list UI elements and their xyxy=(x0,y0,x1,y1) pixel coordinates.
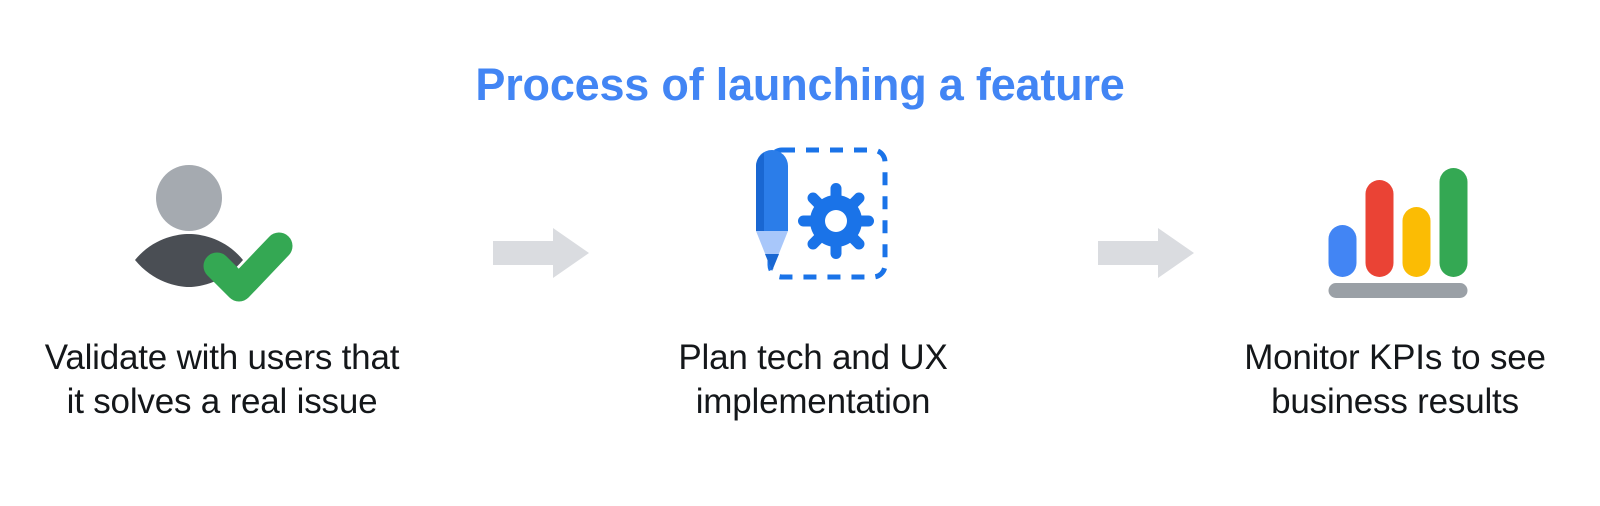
step-plan: Plan tech and UX implementation xyxy=(593,140,1033,450)
bar-4 xyxy=(1439,168,1468,277)
bar-2 xyxy=(1365,180,1394,277)
person-with-check-icon xyxy=(127,140,317,320)
step-plan-caption: Plan tech and UX implementation xyxy=(593,336,1033,424)
step-validate: Validate with users that it solves a rea… xyxy=(2,140,442,450)
bar-3 xyxy=(1402,207,1431,277)
caption-line-2: it solves a real issue xyxy=(66,382,378,421)
page-title: Process of launching a feature xyxy=(475,59,1125,110)
process-steps: Validate with users that it solves a rea… xyxy=(0,140,1600,460)
pencil-and-gear-icon xyxy=(738,146,888,326)
step-validate-caption: Validate with users that it solves a rea… xyxy=(2,336,442,424)
arrow-right-icon-2 xyxy=(1098,228,1194,278)
step-plan-icon-box xyxy=(593,140,1033,330)
step-monitor: Monitor KPIs to see business results xyxy=(1175,140,1600,450)
caption-line-1: Monitor KPIs to see xyxy=(1244,338,1546,377)
caption-line-1: Validate with users that xyxy=(44,338,400,377)
caption-line-1: Plan tech and UX xyxy=(678,338,948,377)
step-monitor-icon-box xyxy=(1175,140,1600,330)
chart-baseline xyxy=(1328,283,1468,298)
caption-line-2: implementation xyxy=(695,382,931,421)
step-validate-icon-box xyxy=(2,140,442,330)
arrow-right-icon-1 xyxy=(493,228,589,278)
bar-1 xyxy=(1328,225,1357,277)
caption-line-2: business results xyxy=(1271,382,1519,421)
step-monitor-caption: Monitor KPIs to see business results xyxy=(1175,336,1600,424)
bar-chart-icon xyxy=(1323,162,1468,302)
